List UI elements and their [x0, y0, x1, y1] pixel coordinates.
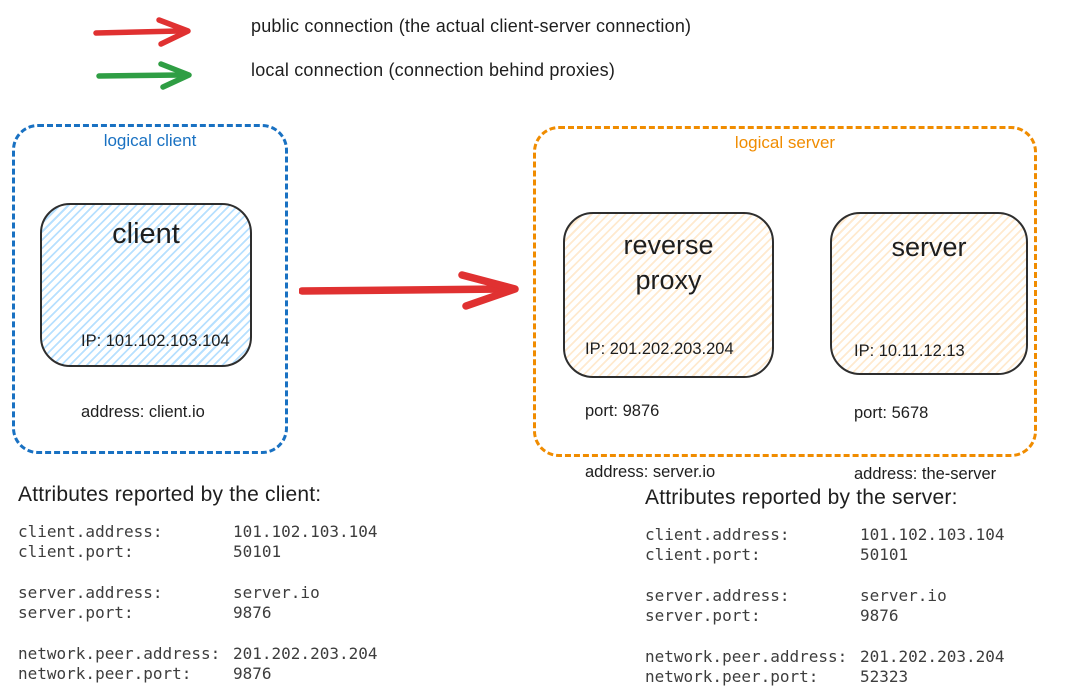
logical-server-group: logical server: [533, 126, 1037, 457]
reverse-proxy-address-line: address: server.io: [585, 463, 716, 481]
logical-client-group: logical client: [12, 124, 288, 454]
attr-key: client.address:: [18, 522, 163, 541]
server-address-line: address: the-server: [854, 465, 997, 483]
server-attr-group-network-peer: network.peer.address: 201.202.203.204 ne…: [645, 647, 1005, 687]
attr-key: server.port:: [645, 606, 761, 625]
attr-key: network.peer.address:: [18, 644, 221, 663]
attr-key: client.port:: [18, 542, 134, 561]
attr-row: network.peer.address: 201.202.203.204: [645, 647, 1005, 667]
reverse-proxy-node: reverse proxy IP: 201.202.203.204 port: …: [563, 212, 774, 481]
attr-row: server.address: server.io: [18, 583, 378, 603]
server-attr-group-server: server.address: server.io server.port: 9…: [645, 586, 1005, 626]
attr-row: client.address: 101.102.103.104: [645, 525, 1005, 545]
attr-value: server.io: [860, 586, 947, 605]
attr-key: network.peer.address:: [645, 647, 848, 666]
server-node-title: server: [891, 232, 967, 262]
client-node-title: client: [112, 218, 180, 250]
attr-row: client.address: 101.102.103.104: [18, 522, 378, 542]
attr-row: server.port: 9876: [18, 603, 378, 623]
attr-value: 52323: [860, 667, 909, 686]
attr-value: 101.102.103.104: [860, 525, 1005, 544]
attr-value: 201.202.203.204: [860, 647, 1005, 666]
client-ip-line: IP: 101.102.103.104: [81, 332, 230, 350]
reverse-proxy-node-info: IP: 201.202.203.204 port: 9876 address: …: [585, 298, 734, 524]
legend-local-connection-label: local connection (connection behind prox…: [251, 60, 616, 80]
server-attributes-block: Attributes reported by the server: clien…: [645, 486, 1005, 691]
attr-value: 9876: [233, 603, 272, 622]
client-attributes-block: Attributes reported by the client: clien…: [18, 483, 378, 691]
client-attributes-heading: Attributes reported by the client:: [18, 483, 322, 506]
attr-row: network.peer.address: 201.202.203.204: [18, 644, 378, 664]
attr-row: client.port: 50101: [18, 542, 378, 562]
server-attr-group-client: client.address: 101.102.103.104 client.p…: [645, 525, 1005, 565]
attr-row: client.port: 50101: [645, 545, 1005, 565]
attr-row: server.address: server.io: [645, 586, 1005, 606]
server-node: server IP: 10.11.12.13 port: 5678 addres…: [830, 212, 1028, 483]
attr-row: server.port: 9876: [645, 606, 1005, 626]
logical-server-label: logical server: [734, 133, 836, 152]
server-ip-line: IP: 10.11.12.13: [854, 342, 965, 360]
reverse-proxy-port-line: port: 9876: [585, 401, 660, 420]
client-attr-group-network-peer: network.peer.address: 201.202.203.204 ne…: [18, 644, 378, 684]
attr-row: network.peer.port: 52323: [645, 667, 1005, 687]
client-attr-group-server: server.address: server.io server.port: 9…: [18, 583, 378, 623]
attr-row: network.peer.port: 9876: [18, 664, 378, 684]
attr-key: client.port:: [645, 545, 761, 564]
attr-value: 50101: [233, 542, 282, 561]
attr-value: 9876: [860, 606, 899, 625]
local-connection-arrow-icon: [96, 61, 192, 90]
attr-value: 50101: [860, 545, 909, 564]
client-node: client IP: 101.102.103.104 address: clie…: [40, 203, 252, 421]
attr-value: server.io: [233, 583, 320, 602]
attr-value: 9876: [233, 664, 272, 683]
client-attr-group-client: client.address: 101.102.103.104 client.p…: [18, 522, 378, 562]
legend-public-connection-label: public connection (the actual client-ser…: [251, 16, 692, 36]
attr-key: network.peer.port:: [645, 667, 819, 686]
attr-key: server.port:: [18, 603, 134, 622]
attr-key: network.peer.port:: [18, 664, 192, 683]
client-node-info: IP: 101.102.103.104 address: client.io: [81, 283, 230, 471]
attr-value: 201.202.203.204: [233, 644, 378, 663]
attr-value: 101.102.103.104: [233, 522, 378, 541]
attr-key: server.address:: [18, 583, 163, 602]
server-node-info: IP: 10.11.12.13 port: 5678 address: the-…: [854, 300, 996, 526]
client-address-line: address: client.io: [81, 402, 205, 421]
client-server-connection-arrow-icon: [299, 271, 519, 310]
server-port-line: port: 5678: [854, 403, 929, 422]
public-connection-arrow-icon: [93, 17, 191, 47]
reverse-proxy-node-title: reverse proxy: [623, 230, 714, 295]
logical-client-label: logical client: [103, 131, 197, 150]
attr-key: server.address:: [645, 586, 790, 605]
attr-key: client.address:: [645, 525, 790, 544]
reverse-proxy-ip-line: IP: 201.202.203.204: [585, 340, 734, 358]
server-attributes-heading: Attributes reported by the server:: [645, 486, 958, 509]
